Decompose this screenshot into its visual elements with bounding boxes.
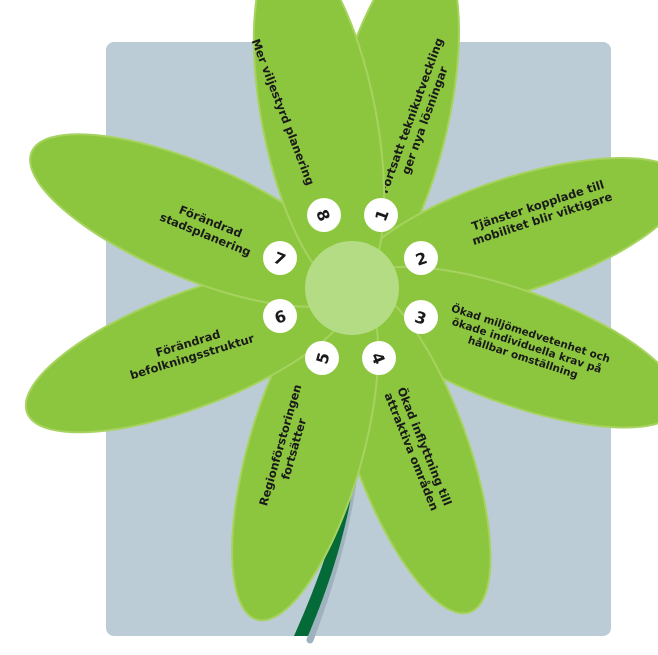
badge-number-5: 5 xyxy=(312,350,333,366)
badge-8 xyxy=(307,198,341,232)
badge-4 xyxy=(362,341,396,375)
badge-number-3: 3 xyxy=(412,307,428,329)
badge-6 xyxy=(263,299,297,333)
badge-3 xyxy=(404,300,438,334)
badge-7 xyxy=(263,241,297,275)
badge-5 xyxy=(305,341,339,375)
badge-number-2: 2 xyxy=(413,248,429,270)
badge-1 xyxy=(364,198,398,232)
badge-number-6: 6 xyxy=(272,306,288,327)
flower-center xyxy=(305,241,399,335)
badge-2 xyxy=(404,241,438,275)
